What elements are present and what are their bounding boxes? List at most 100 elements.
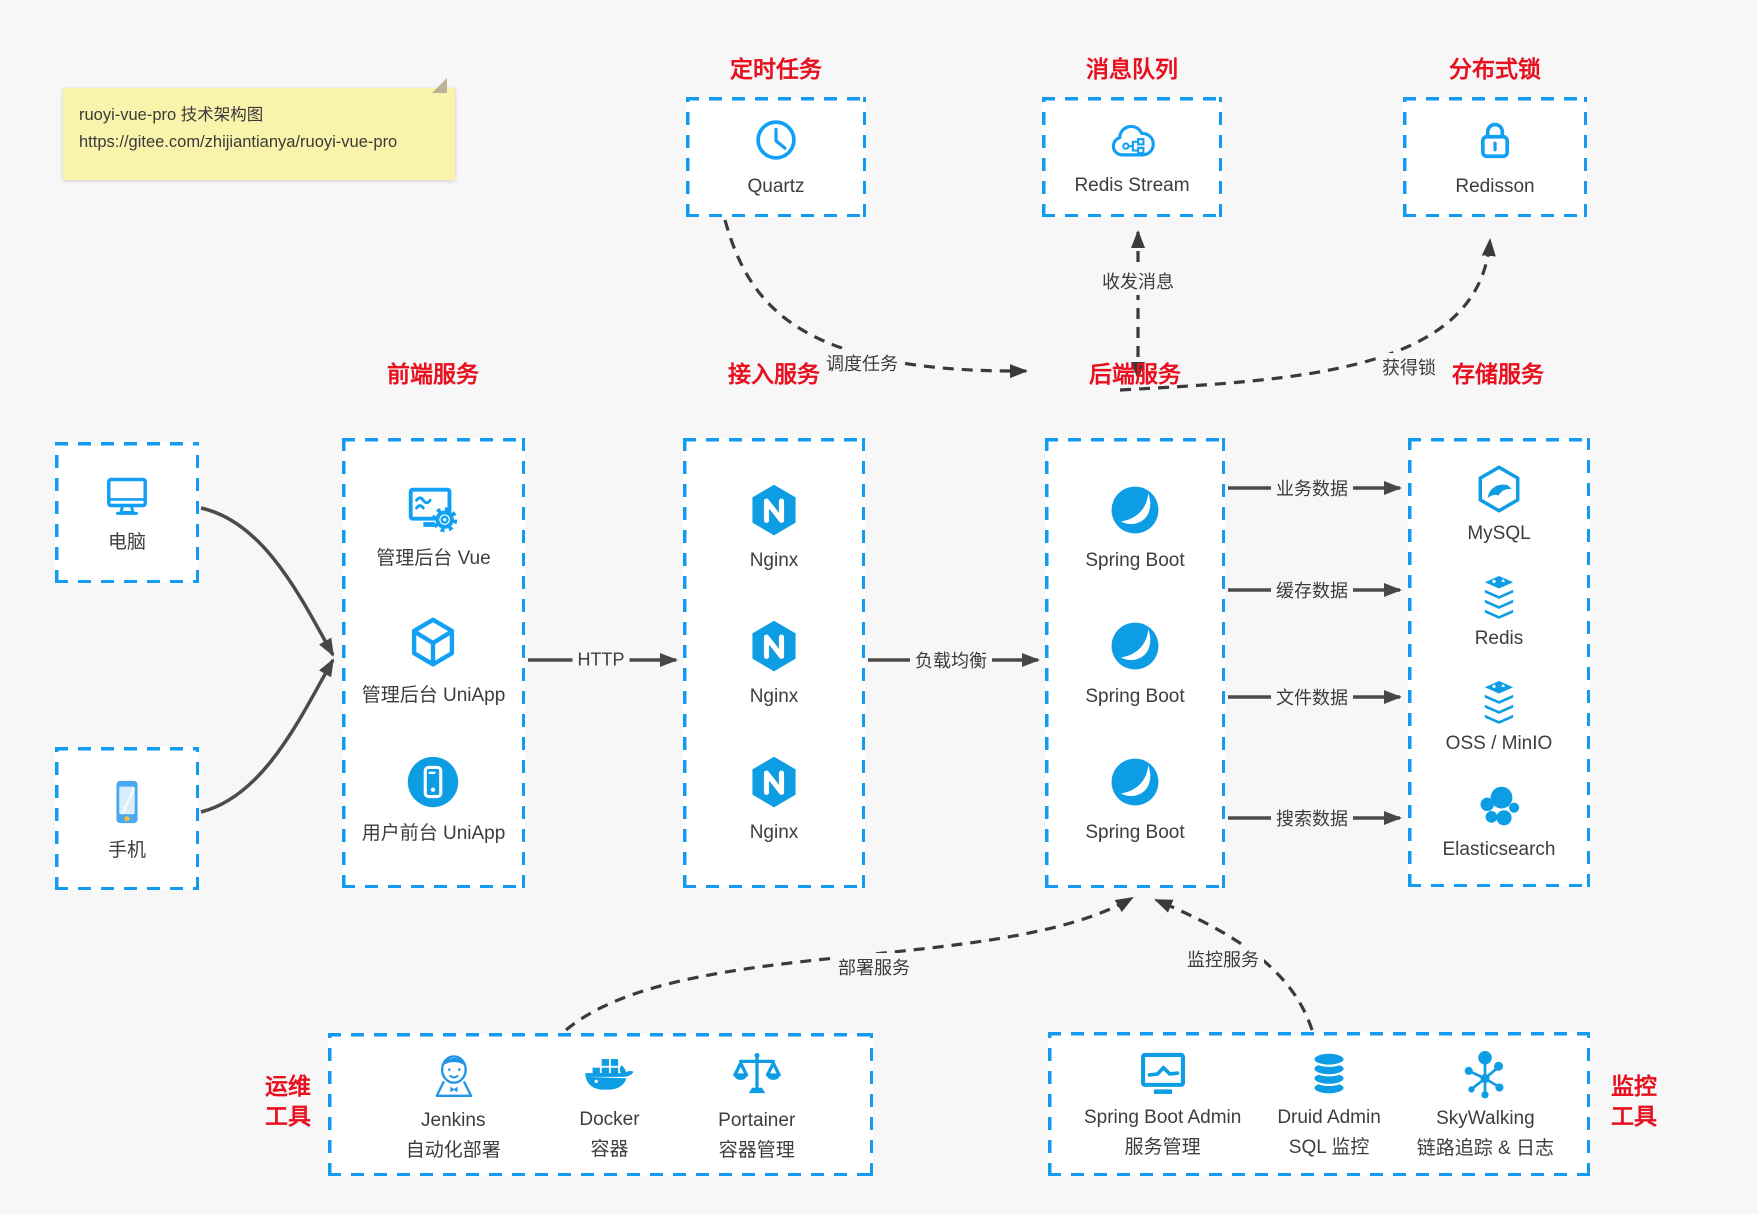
node-label: MySQL [1467,523,1531,545]
node-druid-admin: Druid Admin SQL 监控 [1277,1047,1381,1160]
node-sublabel: 容器管理 [718,1139,795,1161]
node-sublabel: 服务管理 [1124,1137,1201,1158]
group-title-storage: 存储服务 [1452,361,1544,387]
network-graph-icon [1465,1051,1504,1099]
group-title-lock: 分布式锁 [1449,56,1541,82]
node-label: SkyWalking [1436,1108,1535,1130]
node-quartz: Quartz [747,114,805,200]
node-label: Docker [579,1108,640,1130]
nginx-hexagon-icon [752,484,796,536]
note-url: https://gitee.com/zhijiantianya/ruoyi-vu… [79,133,398,152]
group-title-monitor-tools: 监控 工具 [1611,1073,1657,1129]
mysql-dolphin-icon [1478,465,1520,513]
sticky-note: ruoyi-vue-pro 技术架构图 https://gitee.com/zh… [63,78,455,180]
node-label: Spring Boot [1085,686,1185,708]
box-message-queue: Redis Stream [1042,97,1222,217]
group-title-gateway: 接入服务 [728,361,820,387]
node-label: Nginx [749,822,799,844]
node-label: Spring Boot Admin [1083,1107,1242,1129]
edge-label-monitor: 监控服务 [1182,945,1264,973]
box-ops-tools: Jenkins 自动化部署 Docker 容器 [328,1033,873,1176]
node-skywalking: SkyWalking 链路追踪 & 日志 [1417,1046,1554,1161]
edge-label-acquire-lock: 获得锁 [1377,353,1441,381]
edge-label-search-data: 搜索数据 [1271,804,1353,832]
node-admin-vue: 管理后台 Vue [376,480,491,572]
monitor-gear-icon [409,487,458,533]
database-icon [1312,1051,1346,1096]
edge-label-load-balance: 负载均衡 [910,646,992,674]
box-computer: 电脑 [55,442,199,583]
box-scheduled-tasks: Quartz [686,97,866,217]
node-springboot-3: Spring Boot [1085,752,1185,846]
lock-icon [1480,122,1510,159]
edge-label-cache-data: 缓存数据 [1271,576,1353,604]
node-label: 电脑 [107,531,146,553]
node-label: Portainer [718,1109,796,1131]
spring-leaf-icon [1111,486,1159,534]
node-sublabel: 容器 [590,1138,629,1160]
box-gateway-services: Nginx Nginx Nginx [683,438,865,888]
node-label: 管理后台 UniApp [361,685,506,707]
node-label: Druid Admin [1277,1107,1381,1129]
group-title-ops-tools: 运维 工具 [265,1073,311,1129]
node-jenkins: Jenkins 自动化部署 [406,1046,501,1163]
node-sublabel: SQL 监控 [1288,1137,1370,1158]
node-springboot-1: Spring Boot [1085,480,1185,574]
edge-label-business-data: 业务数据 [1271,474,1353,502]
nginx-hexagon-icon [752,620,796,672]
node-label: Nginx [749,686,799,708]
node-phone: 手机 [101,774,153,864]
spring-leaf-icon [1111,622,1159,670]
node-redis-stream: Redis Stream [1074,115,1190,199]
node-label: Jenkins [421,1109,486,1131]
node-label: Redisson [1455,176,1535,198]
redis-stack-icon [1484,575,1514,619]
node-oss-minio: OSS / MinIO [1445,676,1553,757]
node-sublabel: 自动化部署 [405,1139,501,1161]
scales-icon [732,1052,781,1093]
edge-phone-frontend [200,658,335,814]
storage-stack-icon [1484,680,1514,724]
node-label: 管理后台 Vue [376,547,491,569]
docker-whale-icon [585,1058,635,1090]
group-title-backend: 后端服务 [1089,361,1181,387]
node-label: Nginx [749,550,799,572]
node-redisson: Redisson [1455,114,1535,200]
note-title: ruoyi-vue-pro 技术架构图 [79,106,264,124]
edge-label-http: HTTP [572,648,630,672]
group-title-mq: 消息队列 [1086,56,1178,82]
mobile-icon [116,780,138,823]
clock-icon [756,120,796,160]
node-label: 用户前台 UniApp [361,822,506,844]
node-redis: Redis [1472,571,1526,652]
phone-circle-icon [408,756,459,807]
spring-leaf-icon [1111,758,1159,806]
jenkins-butler-icon [435,1055,473,1097]
node-admin-uniapp: 管理后台 UniApp [361,613,506,709]
node-elasticsearch: Elasticsearch [1443,780,1556,863]
node-sublabel: 链路追踪 & 日志 [1416,1138,1555,1159]
group-title-scheduled: 定时任务 [730,56,822,82]
box-frontend-services: 管理后台 Vue 管理后台 UniApp 用户前台 UniApp [342,438,525,888]
monitor-chart-icon [1140,1053,1185,1095]
node-nginx-1: Nginx [744,480,804,574]
node-portainer: Portainer 容器管理 [718,1046,795,1163]
elastic-cluster-icon [1480,786,1520,826]
edge-label-send-receive: 收发消息 [1097,267,1179,295]
node-computer: 电脑 [99,470,155,556]
box-phone: 手机 [55,747,199,890]
node-label: Spring Boot [1085,550,1185,572]
node-label: Quartz [747,176,805,198]
node-label: Spring Boot [1085,822,1185,844]
box-monitoring-tools: Spring Boot Admin 服务管理 Druid Admin SQL 监… [1048,1032,1590,1176]
node-label: 手机 [107,839,146,861]
node-label: Elasticsearch [1442,839,1556,861]
edge-label-deploy: 部署服务 [833,953,915,981]
edge-computer-frontend [200,506,335,657]
node-nginx-2: Nginx [744,616,804,710]
node-label: OSS / MinIO [1445,732,1553,754]
box-distributed-lock: Redisson [1403,97,1587,217]
cloud-stream-icon [1111,125,1155,157]
node-nginx-3: Nginx [744,752,804,846]
